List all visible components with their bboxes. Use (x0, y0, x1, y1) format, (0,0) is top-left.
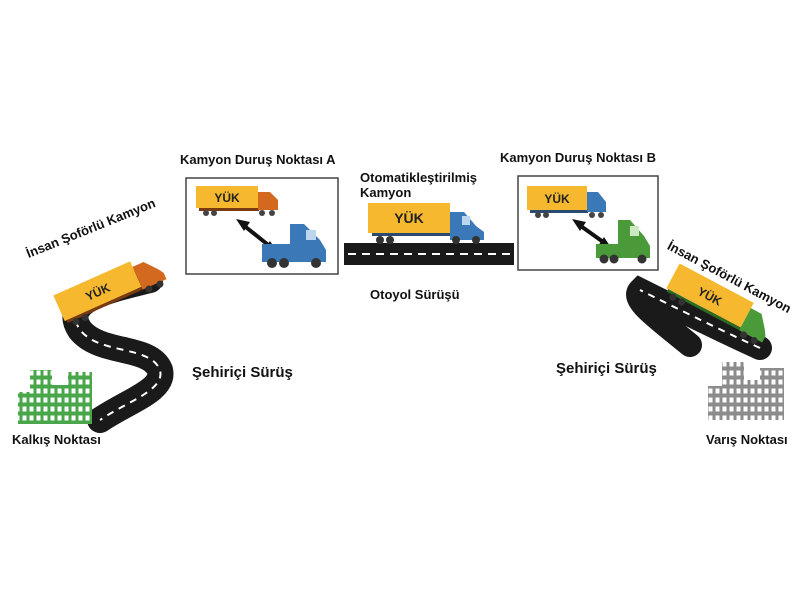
destination-label: Varış Noktası (706, 432, 788, 447)
origin-buildings-icon (18, 370, 92, 424)
stop-a-trailer-truck: YÜK (196, 186, 278, 216)
highway-road (344, 243, 514, 265)
stop-b-label: Kamyon Duruş Noktası B (500, 150, 657, 165)
destination-buildings-icon (708, 362, 784, 420)
automated-truck: YÜK (368, 203, 484, 244)
stop-b-trailer-truck: YÜK (527, 186, 606, 218)
trailer-label: YÜK (544, 191, 570, 206)
trailer-label: YÜK (214, 190, 240, 205)
trailer-label: YÜK (394, 210, 424, 226)
city-driving-left-label: Şehiriçi Sürüş (192, 364, 293, 381)
stop-a-blue-tractor (262, 224, 326, 268)
highway-label: Otoyol Sürüşü (370, 287, 460, 302)
city-driving-right-label: Şehiriçi Sürüş (556, 360, 657, 377)
stop-b-green-tractor (596, 220, 650, 264)
left-human-truck: YÜK (53, 261, 167, 326)
right-human-truck: YÜK (666, 263, 766, 344)
automated-truck-label: Otomatikleştirilmiş Kamyon (360, 170, 478, 200)
stop-a-label: Kamyon Duruş Noktası A (180, 152, 336, 167)
origin-label: Kalkış Noktası (12, 432, 101, 447)
right-winding-road (626, 275, 772, 360)
